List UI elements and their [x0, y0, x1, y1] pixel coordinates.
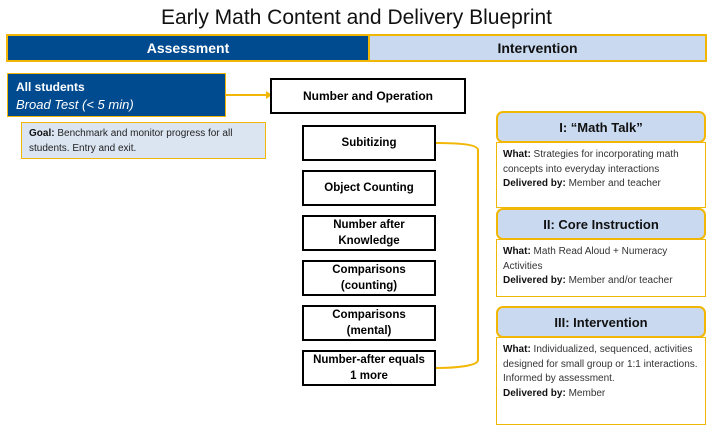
delivered-by-label: Delivered by: [503, 178, 566, 189]
goal-text: Benchmark and monitor progress for all s… [29, 128, 233, 154]
intervention-header: Intervention [370, 36, 705, 60]
what-label: What: [503, 344, 531, 355]
page-title: Early Math Content and Delivery Blueprin… [160, 6, 553, 29]
skill-box: Object Counting [302, 170, 436, 206]
arrow-head-icon [266, 91, 272, 99]
tier-1-header: I: “Math Talk” [496, 111, 706, 143]
skill-box: Subitizing [302, 125, 436, 161]
delivered-by-text: Member [565, 387, 606, 399]
tier-2-body: What: Math Read Aloud + Numeracy Activit… [496, 239, 706, 297]
content-area-box: Number and Operation [270, 78, 466, 114]
skill-box: Comparisons (counting) [302, 260, 436, 296]
skill-box: Number after Knowledge [302, 215, 436, 251]
tier-3-body: What: Individualized, sequenced, activit… [496, 337, 706, 425]
delivered-by-label: Delivered by: [503, 387, 566, 399]
tier-1-body: What: Strategies for incorporating math … [496, 142, 706, 208]
what-text: Strategies for incorporating math concep… [503, 149, 679, 175]
delivered-by-text: Member and/or teacher [565, 275, 673, 286]
test-label: Broad Test (< 5 min) [16, 97, 134, 112]
what-text: Individualized, sequenced, activities de… [503, 344, 698, 384]
header-bar: Assessment Intervention [6, 34, 707, 62]
delivered-by-text: Member and teacher [565, 178, 661, 189]
all-students-box: All students Broad Test (< 5 min) [7, 73, 226, 117]
goal-box: Goal: Benchmark and monitor progress for… [21, 122, 266, 159]
delivered-by-label: Delivered by: [503, 275, 566, 286]
skill-box: Comparisons (mental) [302, 305, 436, 341]
assessment-header: Assessment [8, 36, 370, 60]
group-label: All students [16, 80, 85, 94]
skill-box: Number-after equals 1 more [302, 350, 436, 386]
bracket-connector [435, 142, 479, 369]
tier-3-header: III: Intervention [496, 306, 706, 338]
what-text: Math Read Aloud + Numeracy Activities [503, 246, 668, 272]
what-label: What: [503, 246, 531, 257]
goal-label: Goal: [29, 128, 55, 139]
tier-2-header: II: Core Instruction [496, 208, 706, 240]
what-label: What: [503, 149, 531, 160]
